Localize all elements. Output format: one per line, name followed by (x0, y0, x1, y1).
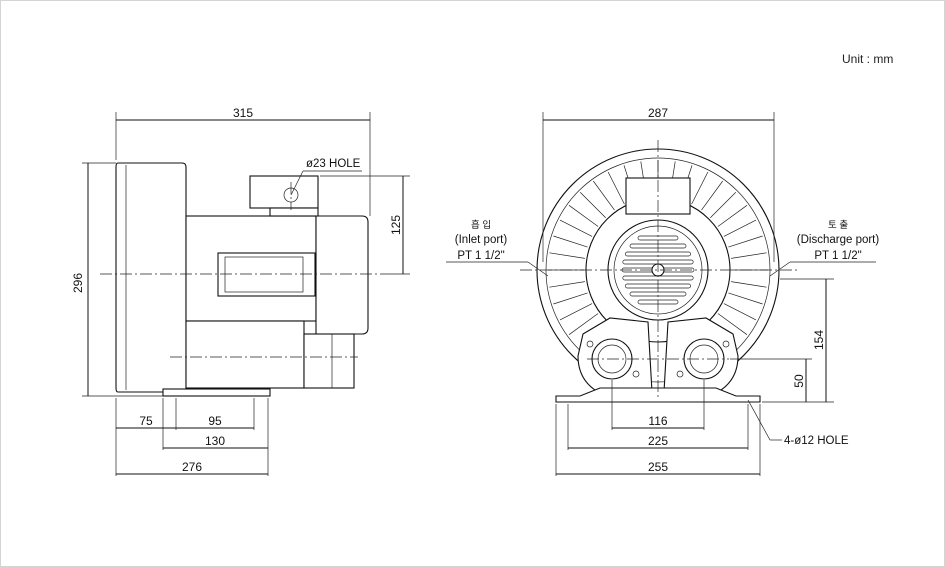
cooling-fin (728, 235, 763, 248)
discharge-spec: PT 1 1/2" (814, 250, 861, 262)
hole-leader (290, 170, 304, 196)
dim-125: 125 (389, 215, 403, 235)
cooling-fin (568, 313, 599, 335)
cooling-fin (559, 219, 593, 237)
motor-lower (185, 320, 305, 389)
cooling-fin (559, 303, 593, 321)
cooling-fin (593, 180, 615, 211)
cooling-fin (710, 191, 737, 218)
unit-label: Unit : mm (842, 52, 894, 66)
cooling-fin (701, 180, 723, 211)
motor-foot-block (303, 333, 355, 389)
hole-label: ø23 HOLE (306, 158, 361, 170)
cooling-fin (691, 171, 709, 205)
discharge-leader (769, 261, 791, 277)
cooling-fin (731, 281, 767, 288)
cooling-fin (579, 191, 606, 218)
cooling-fin (723, 219, 757, 237)
mount-hole-label: 4-ø12 HOLE (784, 435, 849, 447)
cooling-fin (549, 281, 585, 288)
dim-130: 130 (205, 434, 225, 448)
cooling-fin (728, 292, 763, 305)
dim-95: 95 (208, 414, 222, 428)
nameplate (224, 256, 304, 293)
bolt (586, 340, 594, 348)
side-housing (115, 162, 187, 393)
discharge-name: (Discharge port) (797, 234, 880, 246)
dim-116: 116 (648, 414, 667, 428)
side-base-plate (162, 388, 271, 397)
dim-154: 154 (812, 330, 826, 350)
inlet-leader (527, 261, 549, 277)
inlet-name: (Inlet port) (455, 234, 508, 246)
discharge-korean: 토 출 (828, 220, 848, 231)
cooling-fin (723, 303, 757, 321)
bolt (632, 370, 640, 378)
cooling-fin (568, 205, 599, 227)
dim-255: 255 (648, 460, 668, 474)
bolt (722, 340, 730, 348)
dim-50: 50 (792, 374, 806, 388)
dim-287: 287 (648, 106, 668, 120)
inlet-korean: 흡 입 (471, 219, 491, 231)
bolt (676, 370, 684, 378)
dim-75: 75 (139, 414, 153, 428)
terminal-box (249, 175, 319, 209)
cooling-fin (731, 252, 767, 259)
cooling-fin (717, 205, 748, 227)
cooling-fin (553, 235, 588, 248)
cooling-fin (553, 292, 588, 305)
cooling-fin (549, 252, 585, 259)
terminal-box-neck (269, 207, 319, 217)
cooling-fin (607, 171, 625, 205)
mount-hole-leader (747, 399, 771, 441)
nameplate-frame (217, 252, 316, 297)
inlet-spec: PT 1 1/2" (457, 250, 504, 262)
front-view: 287 흡 입 (Inlet port) PT 1 1/2" 토 출 (Disc… (446, 106, 879, 476)
cooling-fin (717, 313, 748, 335)
dim-315: 315 (233, 106, 253, 120)
dim-296: 296 (71, 273, 85, 293)
side-view: 315 296 125 ø23 HOLE 75 95 130 276 (71, 106, 410, 476)
dim-276: 276 (182, 460, 202, 474)
motor-end-cap (315, 215, 369, 335)
dim-225: 225 (648, 434, 668, 448)
